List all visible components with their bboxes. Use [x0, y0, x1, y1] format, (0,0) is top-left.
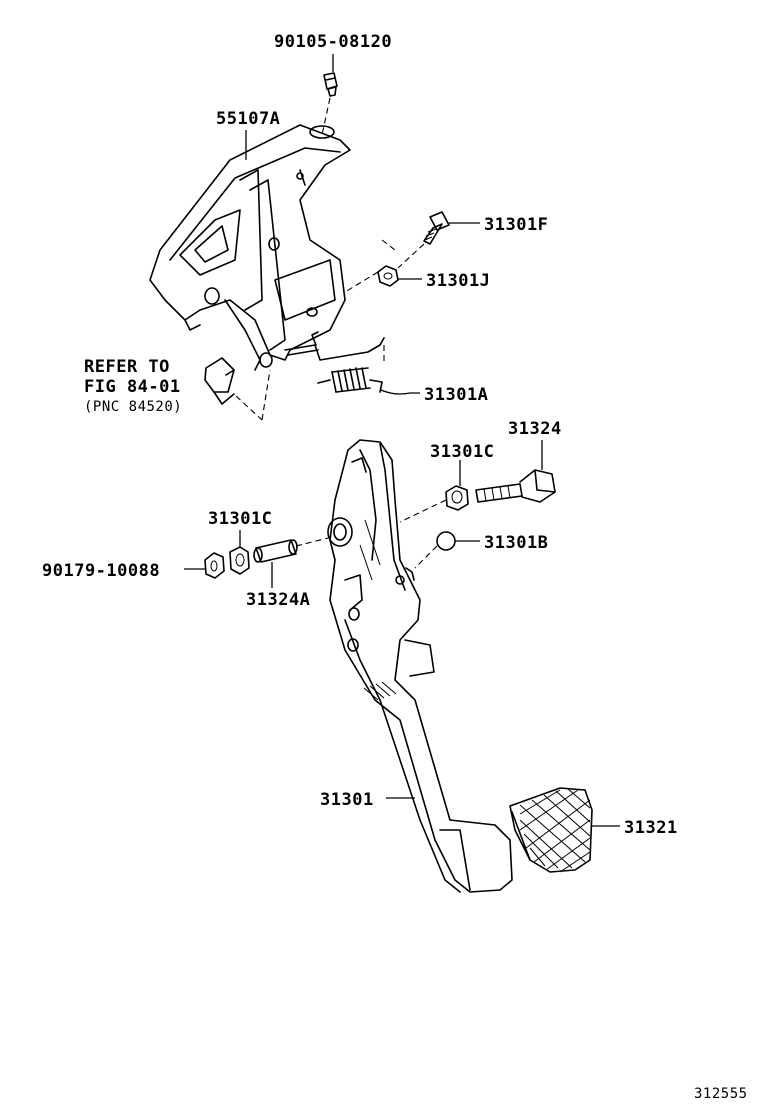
switch-guide	[235, 369, 271, 421]
bolt-f-guide	[397, 243, 425, 269]
bushing-c-right-part	[445, 485, 469, 511]
stop-switch-part	[204, 357, 235, 405]
nut-j-part	[377, 265, 399, 287]
label-refer-line1: REFER TO	[84, 357, 170, 377]
label-stopper-b: 31301B	[484, 533, 548, 553]
pedal-arm-part	[327, 439, 513, 893]
label-bushing-c-right: 31301C	[430, 442, 494, 462]
bushing-c-left-part	[229, 546, 250, 575]
bolt-f-part	[423, 211, 450, 245]
bracket-part	[149, 124, 351, 371]
label-nut-j: 31301J	[426, 271, 490, 291]
spring-a-leader	[380, 389, 420, 395]
label-refer-line2: FIG 84-01	[84, 377, 181, 397]
spring-a-part	[317, 367, 383, 393]
label-bolt-top: 90105-08120	[274, 32, 392, 52]
nut-left-part	[204, 552, 225, 579]
label-bushing-c-left: 31301C	[208, 509, 272, 529]
pedal-pad-part	[509, 787, 593, 873]
label-spring-a: 31301A	[424, 385, 488, 405]
collar-guide	[295, 537, 329, 547]
stopper-b-part	[436, 531, 456, 551]
return-rod-part	[284, 331, 385, 361]
bushing-right-guide	[399, 499, 447, 523]
label-bolt-f: 31301F	[484, 215, 548, 235]
label-refer-line3: (PNC 84520)	[84, 399, 182, 415]
stopper-guide	[414, 545, 438, 569]
label-pedal-arm: 31301	[320, 790, 374, 810]
label-bracket: 55107A	[216, 109, 280, 129]
label-collar-a: 31324A	[246, 590, 310, 610]
label-figure-number: 312555	[694, 1086, 748, 1102]
collar-a-part	[253, 539, 298, 563]
label-nut-left: 90179-10088	[42, 561, 160, 581]
nut-j-guide	[344, 239, 396, 293]
label-pedal-pad: 31321	[624, 818, 678, 838]
bolt-324-part	[475, 469, 556, 503]
label-bolt-324: 31324	[508, 419, 562, 439]
bolt-top-part	[323, 72, 338, 97]
bolt-top-guide	[321, 97, 331, 136]
